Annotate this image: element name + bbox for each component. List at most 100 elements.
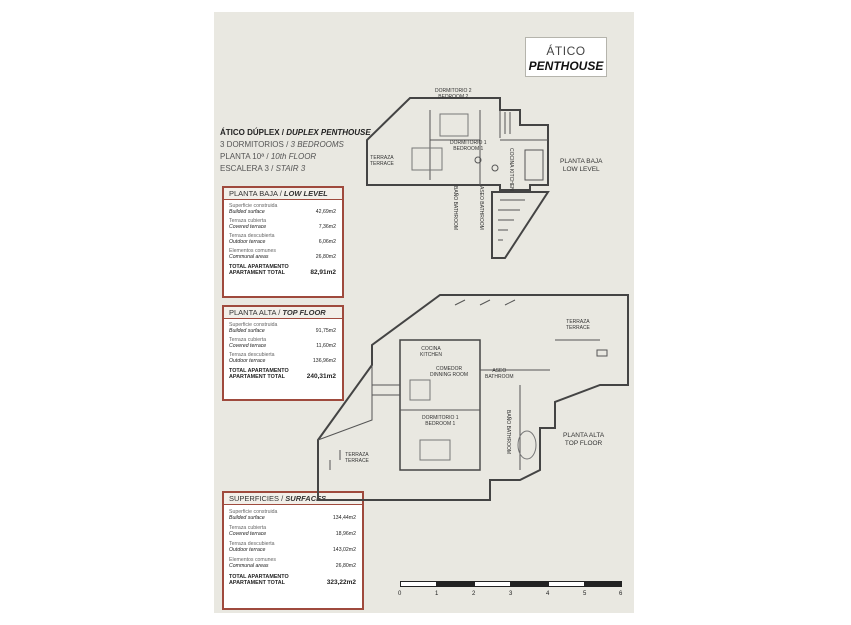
summary-line-2: 3 DORMITORIOS / 3 BEDROOMS bbox=[220, 139, 371, 151]
row-label-en: Builded surface bbox=[229, 209, 265, 215]
row-value: 11,60m2 bbox=[316, 343, 336, 349]
low-level-plan bbox=[366, 97, 550, 259]
label-en: BATHROOM bbox=[478, 201, 484, 230]
title-line-2: PENTHOUSE bbox=[528, 59, 604, 73]
row-label-es: Terraza descubierta bbox=[229, 233, 275, 239]
summary-floor-en: 10th FLOOR bbox=[270, 152, 317, 161]
surfaces-panel: SUPERFICIES / SURFACES Superficie constr… bbox=[222, 491, 364, 610]
surfaces-heading: SUPERFICIES / SURFACES bbox=[224, 493, 362, 505]
summary-stair-en: STAIR 3 bbox=[275, 164, 306, 173]
row-label-es: Superficie construida bbox=[229, 509, 278, 515]
scale-segment bbox=[474, 581, 511, 587]
scale-segment bbox=[437, 581, 474, 587]
row-value: 6,06m2 bbox=[318, 239, 336, 245]
row-label-es: Terraza cubierta bbox=[229, 525, 267, 531]
label-en: TERRACE bbox=[370, 161, 394, 167]
label-en: BATHROOM bbox=[452, 201, 458, 231]
scale-tick-label: 2 bbox=[472, 591, 476, 597]
row-label-es: Terraza descubierta bbox=[229, 541, 275, 547]
row-label-es: Terraza descubierta bbox=[229, 352, 275, 358]
scale-bar: 0 1 2 3 4 5 6 bbox=[398, 581, 622, 597]
label-es: TERRAZA bbox=[566, 319, 590, 325]
heading-en: TOP FLOOR bbox=[282, 308, 326, 317]
label-es: COCINA bbox=[508, 148, 514, 168]
row-value: 91,75m2 bbox=[315, 328, 336, 334]
total-value: 323,22m2 bbox=[326, 579, 356, 586]
top-floor-panel: PLANTA ALTA / TOP FLOOR Superficie const… bbox=[222, 305, 344, 401]
scale-tick-label: 4 bbox=[546, 591, 550, 597]
scale-tick-label: 0 bbox=[398, 591, 402, 597]
low-level-panel: PLANTA BAJA / LOW LEVEL Superficie const… bbox=[222, 186, 344, 298]
heading-es: PLANTA ALTA / bbox=[229, 308, 281, 317]
room-kitchen-label: COCINA KITCHEN bbox=[508, 148, 514, 191]
heading-en: LOW LEVEL bbox=[283, 189, 328, 198]
total-label-en: APARTAMENT TOTAL bbox=[229, 580, 285, 586]
label-en: BEDROOM 1 bbox=[453, 146, 484, 152]
apartment-summary: ÁTICO DÚPLEX / DUPLEX PENTHOUSE 3 DORMIT… bbox=[220, 127, 371, 175]
room-bathroom-label: BAÑO BATHROOM bbox=[452, 186, 458, 230]
row-label-en: Outdoor terrace bbox=[229, 239, 266, 245]
summary-line-4: ESCALERA 3 / STAIR 3 bbox=[220, 163, 371, 175]
scale-segment bbox=[585, 581, 622, 587]
heading-en: SURFACES bbox=[285, 494, 327, 503]
label-en: BEDROOM 2 bbox=[438, 94, 469, 100]
low-level-heading: PLANTA BAJA / LOW LEVEL bbox=[224, 188, 342, 200]
label-es: BAÑO bbox=[452, 186, 458, 201]
label-es: DORMITORIO 2 bbox=[435, 88, 472, 94]
label-es: TERRAZA bbox=[370, 155, 394, 161]
top-floor-plan bbox=[317, 294, 629, 501]
total-label-es: TOTAL APARTAMENTO bbox=[229, 574, 289, 580]
total-value: 240,31m2 bbox=[306, 373, 336, 380]
label-es: BAÑO bbox=[505, 410, 511, 425]
row-label-en: Communal areas bbox=[229, 563, 269, 569]
summary-floor-es: PLANTA 10ª / bbox=[220, 152, 269, 161]
row-label-en: Builded surface bbox=[229, 328, 265, 334]
label-es: PLANTA BAJA bbox=[560, 158, 603, 165]
label-en: LOW LEVEL bbox=[562, 166, 600, 173]
summary-rooms-en: 3 BEDROOMS bbox=[290, 140, 344, 149]
scale-tick-label: 5 bbox=[583, 591, 587, 597]
row-value: 42,69m2 bbox=[315, 209, 336, 215]
scale-segment bbox=[548, 581, 585, 587]
label-en: KITCHEN bbox=[508, 168, 514, 191]
label-en: BEDROOM 1 bbox=[425, 421, 456, 427]
row-label-es: Terraza cubierta bbox=[229, 218, 267, 224]
label-es: COCINA bbox=[421, 346, 441, 352]
summary-type-es: ÁTICO DÚPLEX / bbox=[220, 128, 285, 137]
summary-stair-es: ESCALERA 3 / bbox=[220, 164, 274, 173]
row-value: 26,80m2 bbox=[335, 563, 356, 569]
row-value: 134,44m2 bbox=[332, 515, 356, 521]
row-value: 143,02m2 bbox=[332, 547, 356, 553]
total-label-en: APARTAMENT TOTAL bbox=[229, 270, 285, 276]
label-en: TERRACE bbox=[345, 458, 369, 464]
total-label-es: TOTAL APARTAMENTO bbox=[229, 368, 289, 374]
title-line-1: ÁTICO bbox=[546, 44, 586, 58]
scale-segment bbox=[400, 581, 437, 587]
row-label-en: Covered terrace bbox=[229, 531, 267, 537]
scale-segment bbox=[511, 581, 548, 587]
row-label-es: Elementos comunes bbox=[229, 248, 276, 254]
label-es: DORMITORIO 1 bbox=[422, 415, 459, 421]
label-en: DINNING ROOM bbox=[430, 372, 469, 378]
row-label-es: Elementos comunes bbox=[229, 557, 276, 563]
row-label-es: Superficie construida bbox=[229, 203, 278, 209]
heading-es: PLANTA BAJA / bbox=[229, 189, 282, 198]
